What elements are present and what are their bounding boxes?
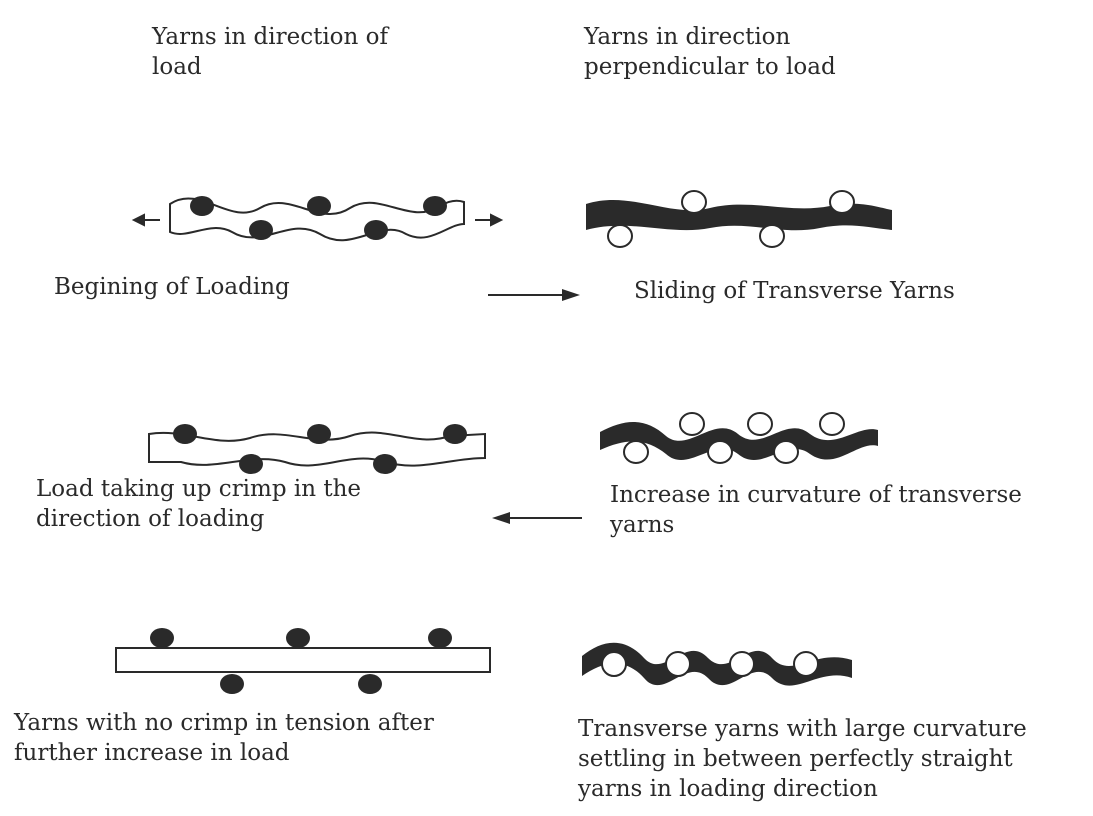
stage3-transverse-label: Transverse yarns with large curvature se… — [578, 716, 1027, 802]
crimped-yarn-band — [148, 431, 486, 467]
tension-arrows — [131, 213, 504, 227]
arrow-left — [492, 512, 582, 524]
stage2-transverse-label: Increase in curvature of transverse yarn… — [610, 482, 1022, 538]
stage2-load-label: Load taking up crimp in the direction of… — [36, 476, 362, 532]
yarn-crossings — [190, 196, 447, 240]
transverse-yarn-band — [582, 642, 852, 686]
yarn-crossings — [173, 424, 467, 474]
stage1-transverse-label: Sliding of Transverse Yarns — [634, 278, 955, 304]
transverse-crossings — [601, 651, 819, 677]
stage2-transverse-yarn-figure — [600, 412, 878, 464]
stage2-longitudinal-yarn-figure — [148, 424, 486, 474]
header-perpendicular-direction: Yarns in direction perpendicular to load — [584, 24, 836, 80]
transverse-crossings — [607, 190, 855, 248]
stage1-load-label: Begining of Loading — [54, 274, 290, 300]
stage1-transverse-yarn-figure — [586, 190, 892, 248]
header-load-direction: Yarns in direction of load — [152, 24, 389, 80]
arrow-right — [488, 289, 580, 301]
stage1-longitudinal-yarn-figure — [131, 196, 504, 242]
transverse-yarn-band — [600, 421, 878, 460]
transverse-crossings — [623, 412, 845, 464]
stage3-load-label: Yarns with no crimp in tension after fur… — [14, 710, 434, 766]
stage3-longitudinal-yarn-figure — [115, 628, 491, 694]
straight-yarn-band — [115, 647, 491, 673]
yarn-crossings — [150, 628, 452, 694]
transverse-yarn-band — [586, 199, 892, 231]
stage3-transverse-yarn-figure — [582, 642, 852, 686]
